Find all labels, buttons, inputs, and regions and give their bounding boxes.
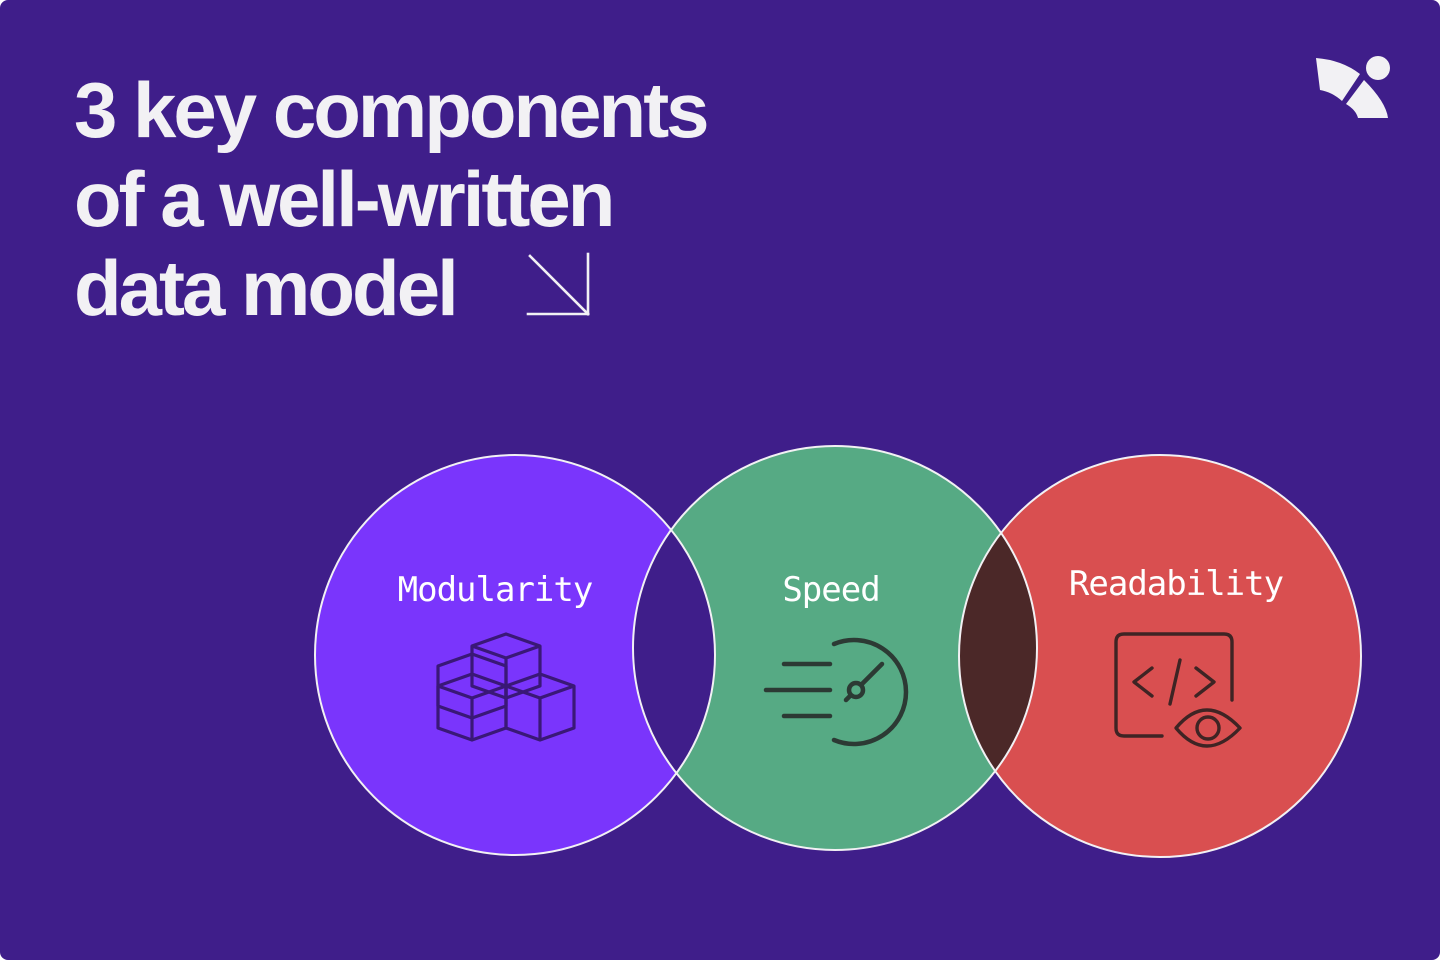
page-title: 3 key components of a well-written data … bbox=[74, 66, 710, 333]
circle-speed bbox=[633, 446, 1037, 850]
label-speed: Speed bbox=[782, 570, 880, 610]
title-line-3: data model bbox=[74, 244, 459, 332]
circle-readability bbox=[959, 455, 1361, 857]
label-readability: Readability bbox=[1068, 564, 1284, 604]
cubes-icon bbox=[436, 632, 576, 742]
label-modularity: Modularity bbox=[397, 570, 594, 610]
arrow-down-right-icon bbox=[526, 252, 590, 316]
code-eye-icon bbox=[1114, 632, 1242, 748]
title-line-2: of a well-written bbox=[74, 155, 615, 243]
title-line-1: 3 key components bbox=[74, 66, 710, 154]
brand-logo-icon bbox=[1316, 56, 1390, 118]
speedometer-icon bbox=[763, 637, 909, 747]
